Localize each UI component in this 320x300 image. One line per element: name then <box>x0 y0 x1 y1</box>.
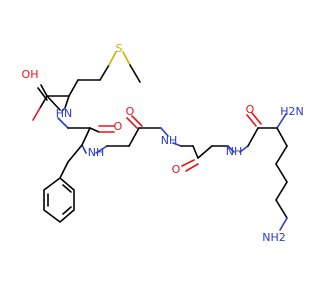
bond <box>61 107 66 112</box>
bond <box>160 127 169 137</box>
bond <box>89 127 100 133</box>
hydroxyl-label: OH <box>22 68 39 81</box>
bond <box>40 84 48 97</box>
lysine-residue <box>246 112 288 231</box>
bond <box>275 199 288 219</box>
carbonyl-oxygen-label-3: O <box>172 163 181 176</box>
bond <box>122 51 131 66</box>
bond <box>239 145 249 153</box>
amide-nh-label-2: NH <box>88 146 105 159</box>
bond <box>227 145 235 153</box>
alpha-amine-label: H2N <box>280 105 304 118</box>
bond <box>59 161 69 179</box>
phenyl-ring <box>43 176 75 224</box>
bond <box>95 145 108 154</box>
bond <box>108 51 117 66</box>
bond <box>129 64 141 83</box>
peptide-structure-diagram: S OH HN O NH O NH O NH O H2N NH2 <box>22 42 304 244</box>
bond <box>181 159 195 167</box>
bond <box>57 117 69 129</box>
bond <box>99 64 110 81</box>
bond <box>279 217 288 231</box>
amide-nh-label-4: NH <box>226 145 243 158</box>
bond <box>62 206 72 215</box>
bond <box>276 113 287 129</box>
carbonyl-oxygen-label-2: O <box>126 105 135 118</box>
bond <box>81 127 91 146</box>
bond <box>32 107 41 121</box>
bond <box>64 95 70 109</box>
bond <box>275 163 288 183</box>
bond <box>81 144 87 154</box>
amide-nh-label-3: NH <box>161 134 178 147</box>
bond <box>246 114 257 127</box>
bond <box>128 127 140 147</box>
methionine-side-chain <box>40 51 141 97</box>
bond <box>67 144 83 163</box>
bond <box>197 145 213 159</box>
carbonyl-oxygen-label-1: O <box>114 120 123 133</box>
glycine-chain <box>95 115 249 172</box>
bond <box>37 87 48 101</box>
bond <box>62 184 72 193</box>
carbonyl-oxygen-label-4: O <box>246 103 255 116</box>
carboxyl-group <box>32 87 61 121</box>
bond <box>185 163 199 172</box>
benzene-ring <box>43 176 75 224</box>
bond <box>68 79 79 97</box>
bond <box>126 117 138 129</box>
bond <box>251 112 262 125</box>
bond <box>275 181 288 201</box>
bond <box>276 127 288 147</box>
backbone <box>57 95 115 179</box>
bond <box>247 127 259 147</box>
sulfur-label: S <box>116 42 123 55</box>
bond <box>275 145 288 165</box>
bond <box>192 145 199 159</box>
epsilon-amine-label: NH2 <box>262 231 286 244</box>
amide-nh-label-1: HN <box>56 107 73 120</box>
bond <box>131 115 143 127</box>
bond <box>172 142 182 147</box>
bond <box>46 95 61 111</box>
